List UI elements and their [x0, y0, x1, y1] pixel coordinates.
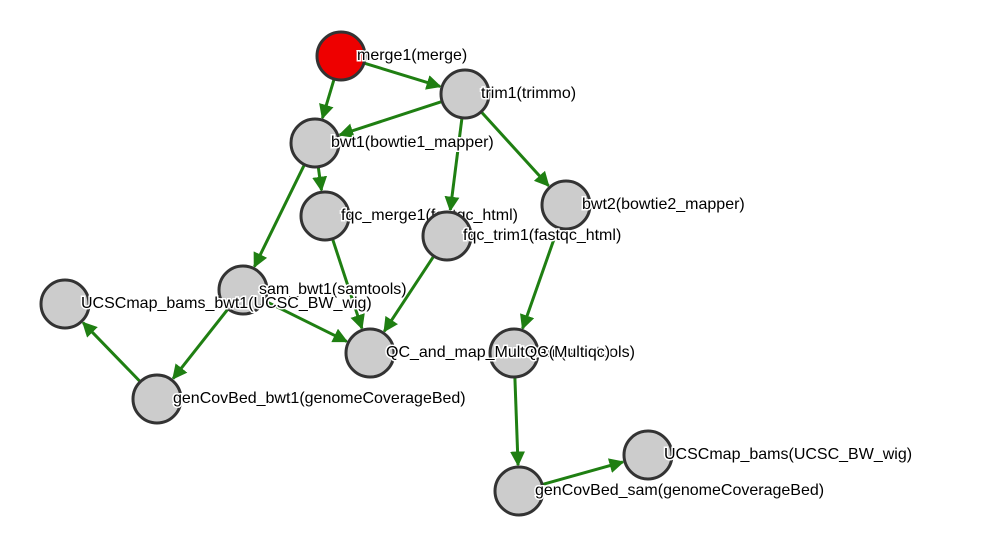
edge-trim1-to-bwt1	[338, 100, 443, 138]
node-circle[interactable]	[344, 327, 396, 379]
node-label: merge1(merge)	[357, 47, 467, 64]
edge-bwt1-to-fqc_merge1	[312, 166, 328, 192]
node-label: bwt2(bowtie2_mapper)	[582, 196, 745, 213]
nodes-layer: merge1(merge) trim1(trimmo) bwt1(bowtie1_m…	[39, 30, 914, 517]
node-circle[interactable]	[217, 264, 269, 316]
node-qc[interactable]: QC_and_map_MultQC(Multiqc)	[344, 327, 612, 379]
node-bwt2[interactable]: bwt2(bowtie2_mapper)	[540, 179, 746, 231]
node-label: sam_bwt1(samtools)	[259, 281, 407, 298]
node-circle[interactable]	[421, 210, 473, 262]
node-label: trim1(trimmo)	[481, 85, 576, 102]
node-ucsc[interactable]: UCSCmap_bams(UCSC_BW_wig)	[622, 429, 914, 481]
edge-merge1-to-bwt1	[319, 78, 336, 120]
node-circle[interactable]	[289, 117, 341, 169]
edge-bwt2-to-sam	[520, 227, 560, 330]
node-trim1[interactable]: trim1(trimmo)	[439, 68, 578, 120]
node-circle[interactable]	[299, 190, 351, 242]
node-gencov_sam[interactable]: genCovBed_sam(genomeCoverageBed)	[493, 465, 826, 517]
node-circle[interactable]	[488, 327, 540, 379]
node-circle[interactable]	[439, 68, 491, 120]
node-label: bwt1(bowtie1_mapper)	[331, 134, 494, 151]
edge-gencov_sam-to-ucsc	[541, 458, 625, 486]
edge-trim1-to-bwt2	[480, 110, 550, 187]
node-sam_bwt1[interactable]: sam_bwt1(samtools)	[217, 264, 408, 316]
node-circle[interactable]	[39, 278, 91, 330]
node-label: UCSCmap_bams(UCSC_BW_wig)	[664, 446, 912, 463]
edges-layer	[82, 61, 625, 486]
node-circle[interactable]	[493, 465, 545, 517]
node-circle[interactable]	[131, 373, 183, 425]
node-label: genCovBed_bwt1(genomeCoverageBed)	[173, 390, 466, 407]
node-label: fqc_merge1(fastqc_html)	[341, 207, 518, 224]
node-circle[interactable]	[540, 179, 592, 231]
edge-gencov_bwt1-to-ucsc_bwt1	[82, 321, 142, 383]
node-sam[interactable]: sam(samtools)	[488, 327, 636, 379]
node-label: genCovBed_sam(genomeCoverageBed)	[535, 482, 824, 499]
edge-fqc_merge1-to-qc	[331, 238, 365, 330]
edge-fqc_trim1-to-qc	[383, 255, 436, 333]
node-gencov_bwt1[interactable]: genCovBed_bwt1(genomeCoverageBed)	[131, 373, 467, 425]
node-label: QC_and_map_MultQC(Multiqc)	[386, 344, 610, 361]
edge-trim1-to-fqc_trim1	[444, 117, 464, 212]
node-circle[interactable]	[315, 30, 367, 82]
node-label: UCSCmap_bams_bwt1(UCSC_BW_wig)	[81, 295, 372, 312]
node-ucsc_bwt1[interactable]: UCSCmap_bams_bwt1(UCSC_BW_wig)	[39, 278, 373, 330]
node-circle[interactable]	[622, 429, 674, 481]
node-label: sam(samtools)	[530, 344, 635, 361]
edge-sam-to-gencov_sam	[510, 376, 526, 467]
node-bwt1[interactable]: bwt1(bowtie1_mapper)	[289, 117, 495, 169]
node-fqc_trim1[interactable]: fqc_trim1(fastqc_html)	[421, 210, 623, 262]
node-merge1[interactable]: merge1(merge)	[315, 30, 469, 82]
edge-sam_bwt1-to-gencov_bwt1	[171, 307, 230, 380]
edge-sam_bwt1-to-qc	[263, 299, 349, 343]
node-fqc_merge1[interactable]: fqc_merge1(fastqc_html)	[299, 190, 519, 242]
node-label: fqc_trim1(fastqc_html)	[463, 227, 621, 244]
edge-merge1-to-trim1	[363, 61, 442, 90]
edge-bwt1-to-sam_bwt1	[253, 163, 306, 268]
